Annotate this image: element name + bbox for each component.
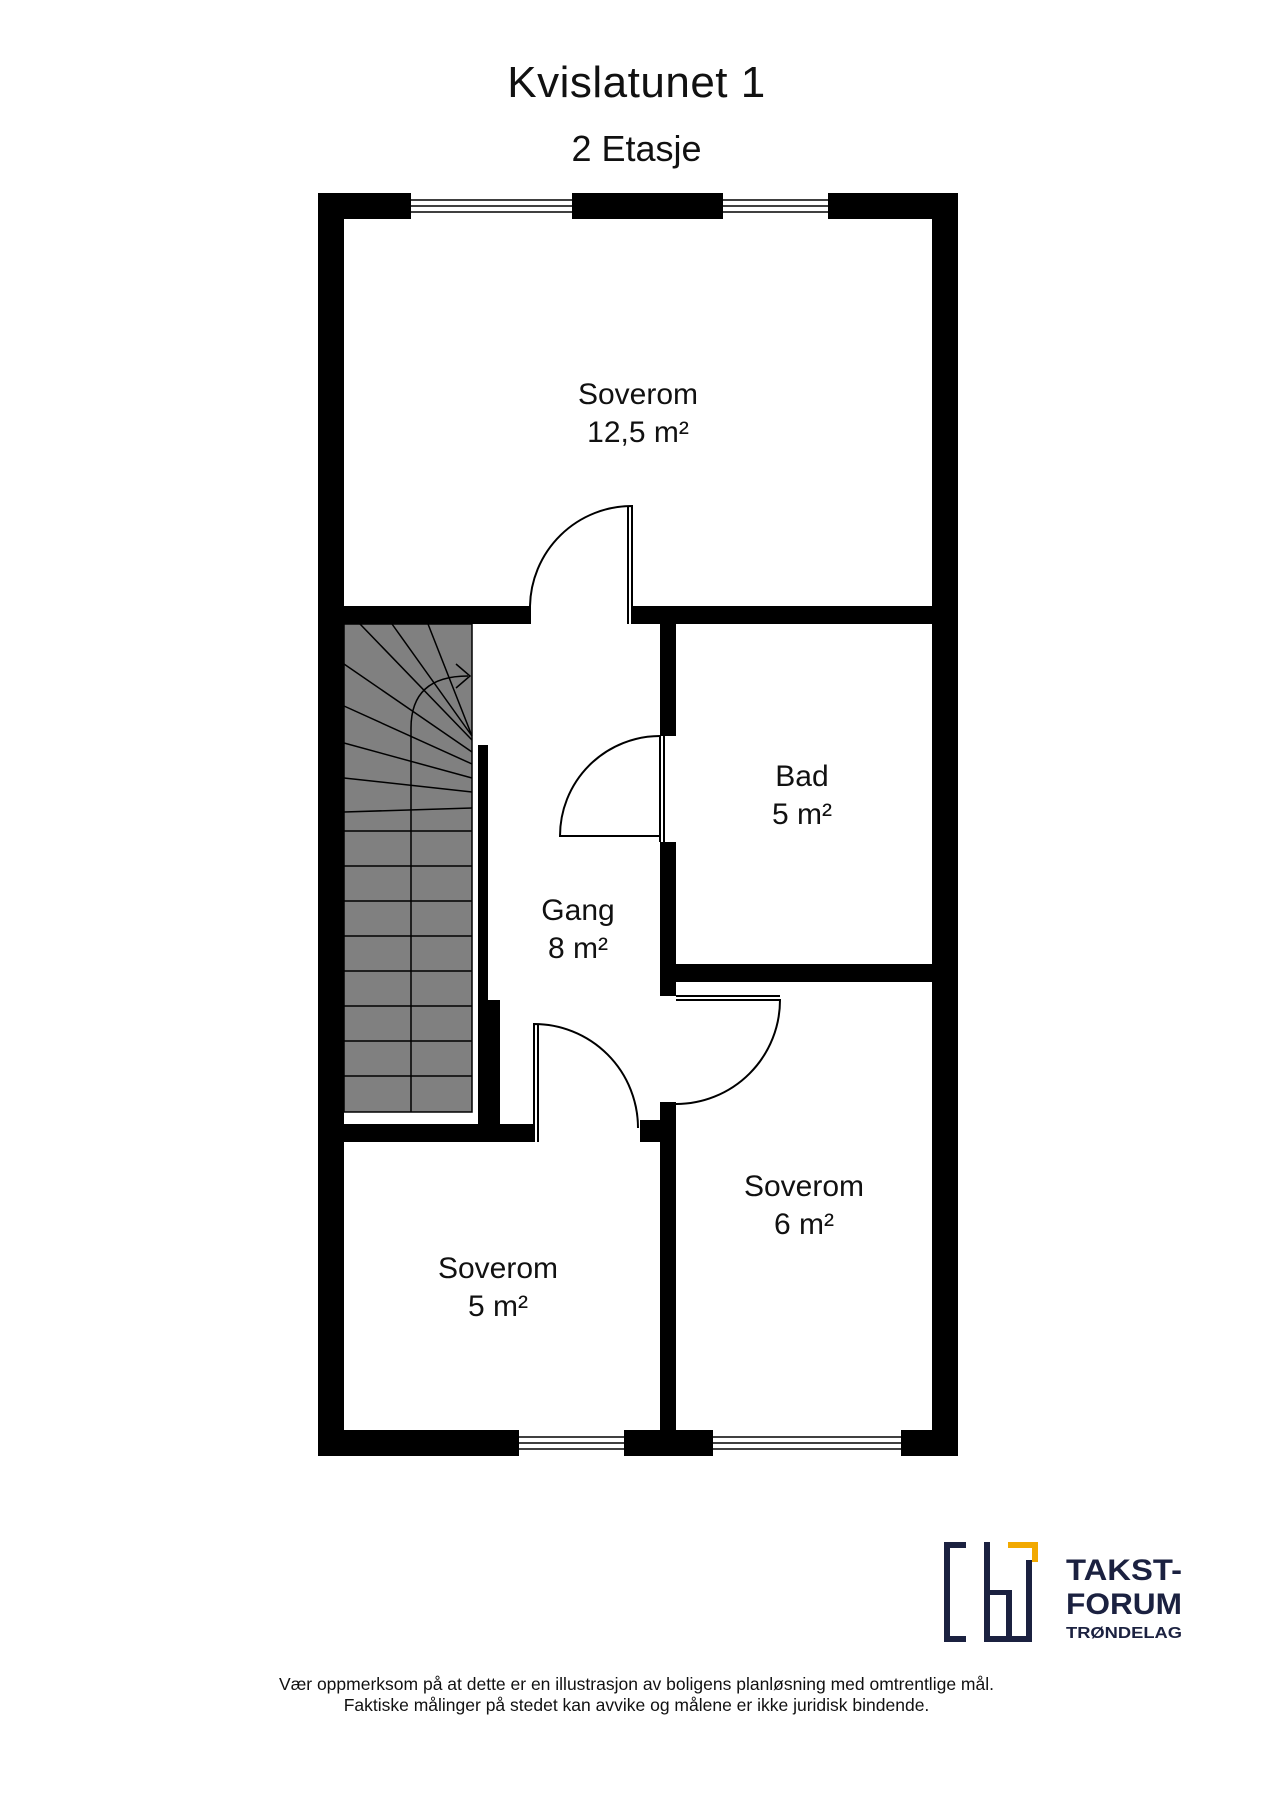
room-name-hallway: Gang (541, 894, 614, 927)
logo-text-line2: FORUM (1066, 1588, 1182, 1621)
door-master-bedroom (529, 504, 633, 624)
disclaimer: Vær oppmerksom på at dette er en illustr… (0, 1674, 1273, 1716)
logo-mark-icon (944, 1542, 1038, 1642)
window-bottom-left (517, 1430, 626, 1456)
disclaimer-line2: Faktiske målinger på stedet kan avvike o… (343, 1695, 930, 1715)
staircase (343, 623, 473, 1113)
room-area-hallway: 8 m² (548, 932, 608, 965)
windows (409, 193, 903, 1456)
room-name-bedroom-6: Soverom (744, 1170, 864, 1203)
door-bedroom-6 (675, 999, 782, 1105)
room-area-master-bedroom: 12,5 m² (587, 416, 689, 449)
window-top-left (409, 193, 574, 219)
room-area-bedroom-5: 5 m² (468, 1290, 528, 1323)
takstforum-logo: TAKST- FORUM TRØNDELAG (944, 1542, 1182, 1642)
window-top-right (721, 193, 830, 219)
room-name-master-bedroom: Soverom (578, 378, 698, 411)
room-name-bath: Bad (775, 760, 828, 793)
interior-walls (344, 606, 932, 1430)
window-bottom-right (711, 1430, 903, 1456)
door-bath (558, 735, 661, 837)
room-area-bath: 5 m² (772, 798, 832, 831)
room-labels: Soverom 12,5 m² Bad 5 m² Gang 8 m² Sover… (438, 378, 864, 1323)
doors (529, 504, 782, 1142)
disclaimer-line1: Vær oppmerksom på at dette er en illustr… (279, 1674, 994, 1694)
door-bedroom-5 (533, 1022, 639, 1129)
logo-text-line3: TRØNDELAG (1066, 1625, 1182, 1642)
room-area-bedroom-6: 6 m² (774, 1208, 834, 1241)
plan-title: Kvislatunet 1 (507, 58, 766, 107)
logo-text-line1: TAKST- (1066, 1554, 1182, 1587)
room-name-bedroom-5: Soverom (438, 1252, 558, 1285)
floor-subtitle: 2 Etasje (571, 128, 702, 169)
